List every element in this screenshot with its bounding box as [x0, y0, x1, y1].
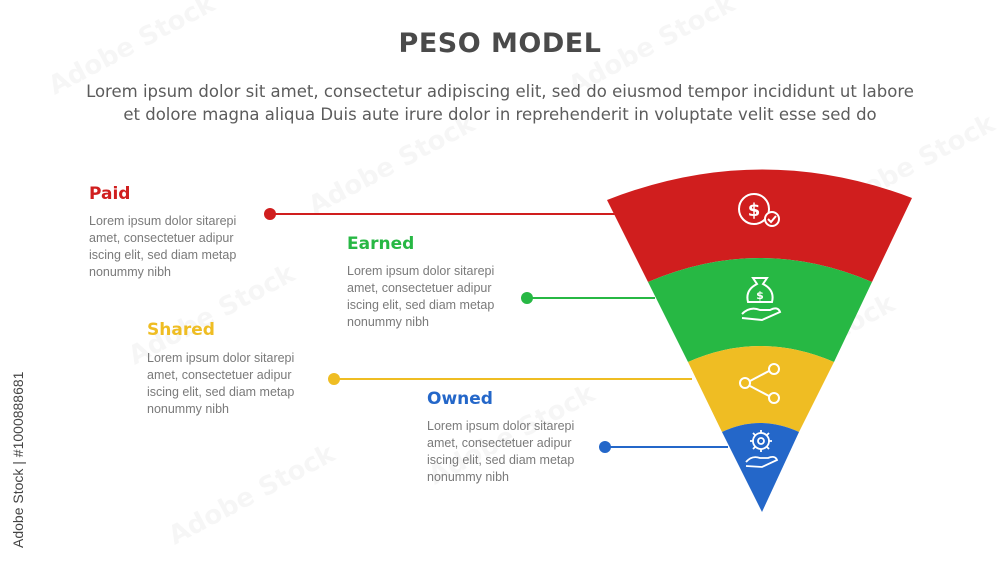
- body-line: nonummy nibh: [89, 265, 171, 279]
- item-body-shared: Lorem ipsum dolor sitarepi amet, consect…: [147, 350, 347, 418]
- share-icon: [739, 363, 780, 404]
- body-line: iscing elit, sed diam metap: [427, 453, 575, 467]
- connector-dot-owned: [599, 441, 611, 453]
- funnel-segment-paid: [607, 169, 912, 282]
- money-bag-hand-icon: $: [741, 277, 782, 322]
- item-body-paid: Lorem ipsum dolor sitarepi amet, consect…: [89, 213, 289, 281]
- connector-dot-shared: [328, 373, 340, 385]
- item-title-owned: Owned: [427, 389, 493, 409]
- subtitle-line: Lorem ipsum dolor sit amet, consectetur …: [86, 82, 914, 101]
- body-line: iscing elit, sed diam metap: [147, 385, 295, 399]
- item-title-earned: Earned: [347, 234, 415, 254]
- body-line: amet, consectetuer adipur: [89, 231, 234, 245]
- item-body-earned: Lorem ipsum dolor sitarepi amet, consect…: [347, 263, 547, 331]
- body-line: Lorem ipsum dolor sitarepi: [147, 351, 295, 365]
- body-line: iscing elit, sed diam metap: [89, 248, 237, 262]
- item-title-paid: Paid: [89, 184, 131, 204]
- connector-dot-paid: [264, 208, 276, 220]
- page-subtitle: Lorem ipsum dolor sit amet, consectetur …: [40, 80, 960, 126]
- item-body-owned: Lorem ipsum dolor sitarepi amet, consect…: [427, 418, 627, 486]
- body-line: Lorem ipsum dolor sitarepi: [89, 214, 237, 228]
- body-line: nonummy nibh: [347, 315, 429, 329]
- subtitle-line: et dolore magna aliqua Duis aute irure d…: [123, 105, 877, 124]
- body-line: Lorem ipsum dolor sitarepi: [427, 419, 575, 433]
- body-line: amet, consectetuer adipur: [347, 281, 492, 295]
- funnel-segment-shared: [688, 346, 834, 432]
- page-title: PESO MODEL: [398, 28, 602, 59]
- stock-id-watermark: Adobe Stock | #1000888681: [10, 371, 26, 548]
- svg-text:$: $: [756, 289, 764, 302]
- body-line: nonummy nibh: [147, 402, 229, 416]
- body-line: nonummy nibh: [427, 470, 509, 484]
- body-line: Lorem ipsum dolor sitarepi: [347, 264, 495, 278]
- item-title-shared: Shared: [147, 320, 215, 340]
- dollar-check-icon: $: [738, 193, 780, 227]
- svg-text:$: $: [748, 200, 761, 221]
- gear-hand-icon: [745, 430, 779, 468]
- body-line: amet, consectetuer adipur: [147, 368, 292, 382]
- body-line: iscing elit, sed diam metap: [347, 298, 495, 312]
- connector-dot-earned: [521, 292, 533, 304]
- body-line: amet, consectetuer adipur: [427, 436, 572, 450]
